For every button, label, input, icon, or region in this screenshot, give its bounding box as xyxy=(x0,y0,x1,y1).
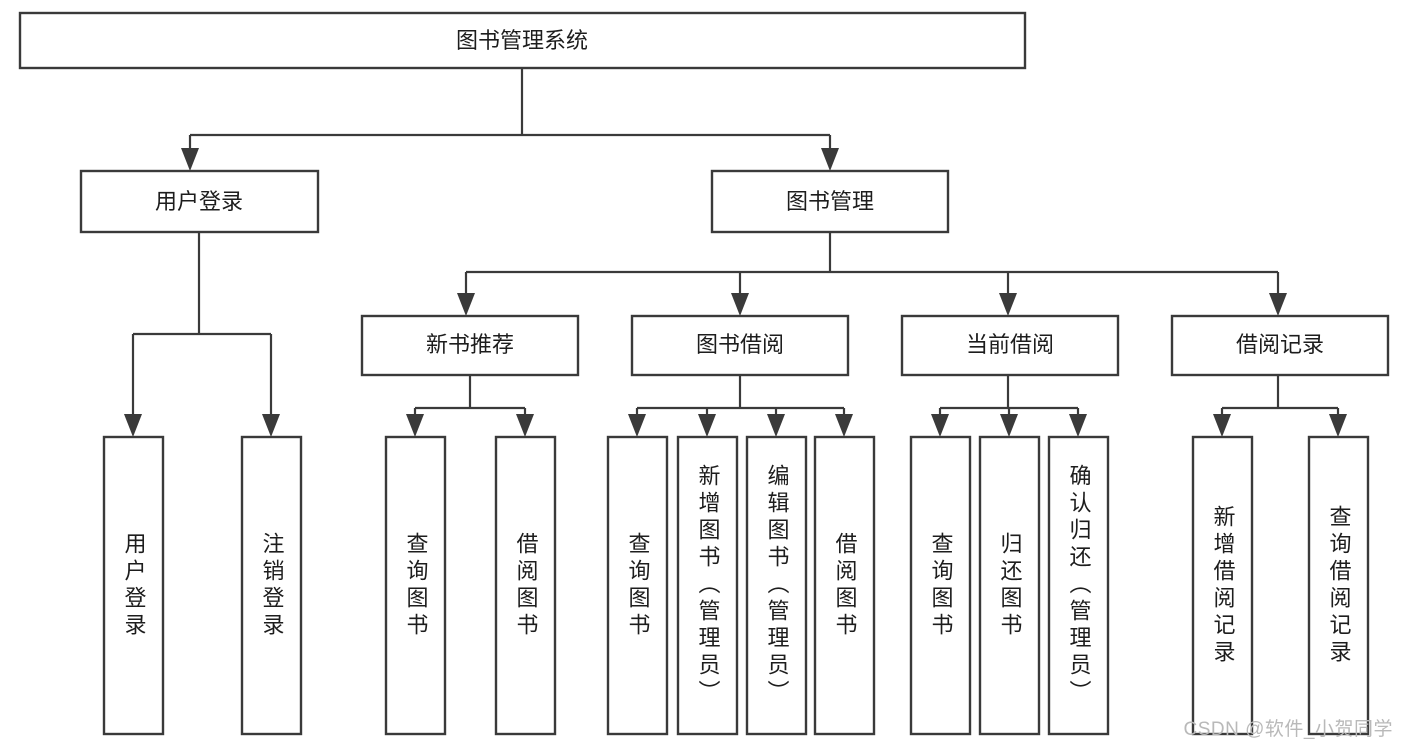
node-book-borrow-box[interactable] xyxy=(630,314,850,377)
leaf-query-book-3-box[interactable] xyxy=(909,435,972,736)
connector-root-to-level2 xyxy=(181,68,839,171)
connector-new-book-recommend-to-leaves xyxy=(406,375,534,437)
node-user-login-box[interactable] xyxy=(79,169,320,234)
node-current-borrow-label: 当前借阅 xyxy=(966,332,1054,357)
node-root-box[interactable] xyxy=(18,11,1027,70)
leaf-borrow-book-1-box[interactable] xyxy=(494,435,557,736)
node-borrow-record-box[interactable] xyxy=(1170,314,1390,377)
leaf-add-book-box[interactable] xyxy=(676,435,739,736)
node-root-label: 图书管理系统 xyxy=(456,28,588,53)
leaf-confirm-return-box[interactable] xyxy=(1047,435,1110,736)
node-new-book-recommend-label: 新书推荐 xyxy=(426,332,514,357)
node-current-borrow-box[interactable] xyxy=(900,314,1120,377)
connector-book-borrow-to-leaves xyxy=(628,375,853,437)
connector-user-login-to-leaves xyxy=(124,232,280,437)
leaf-edit-book-box[interactable] xyxy=(745,435,808,736)
leaf-borrow-book-2-box[interactable] xyxy=(813,435,876,736)
node-borrow-record-label: 借阅记录 xyxy=(1236,332,1324,357)
leaf-query-book-2-box[interactable] xyxy=(606,435,669,736)
node-user-login-label: 用户登录 xyxy=(155,189,243,214)
node-book-manage-box[interactable] xyxy=(710,169,950,234)
connector-borrow-record-to-leaves xyxy=(1213,375,1347,437)
leaf-return-book-box[interactable] xyxy=(978,435,1041,736)
node-book-borrow-label: 图书借阅 xyxy=(696,332,784,357)
node-new-book-recommend-box[interactable] xyxy=(360,314,580,377)
leaf-query-book-1-box[interactable] xyxy=(384,435,447,736)
leaf-user-logout-box[interactable] xyxy=(240,435,303,736)
node-book-manage-label: 图书管理 xyxy=(786,189,874,214)
connector-current-borrow-to-leaves xyxy=(931,375,1087,437)
leaf-add-record-box[interactable] xyxy=(1191,435,1254,736)
csdn-watermark: CSDN @软件_小贺同学 xyxy=(1183,719,1393,740)
connector-book-manage-to-level3 xyxy=(457,232,1287,316)
leaf-user-login-box[interactable] xyxy=(102,435,165,736)
leaf-query-record-box[interactable] xyxy=(1307,435,1370,736)
